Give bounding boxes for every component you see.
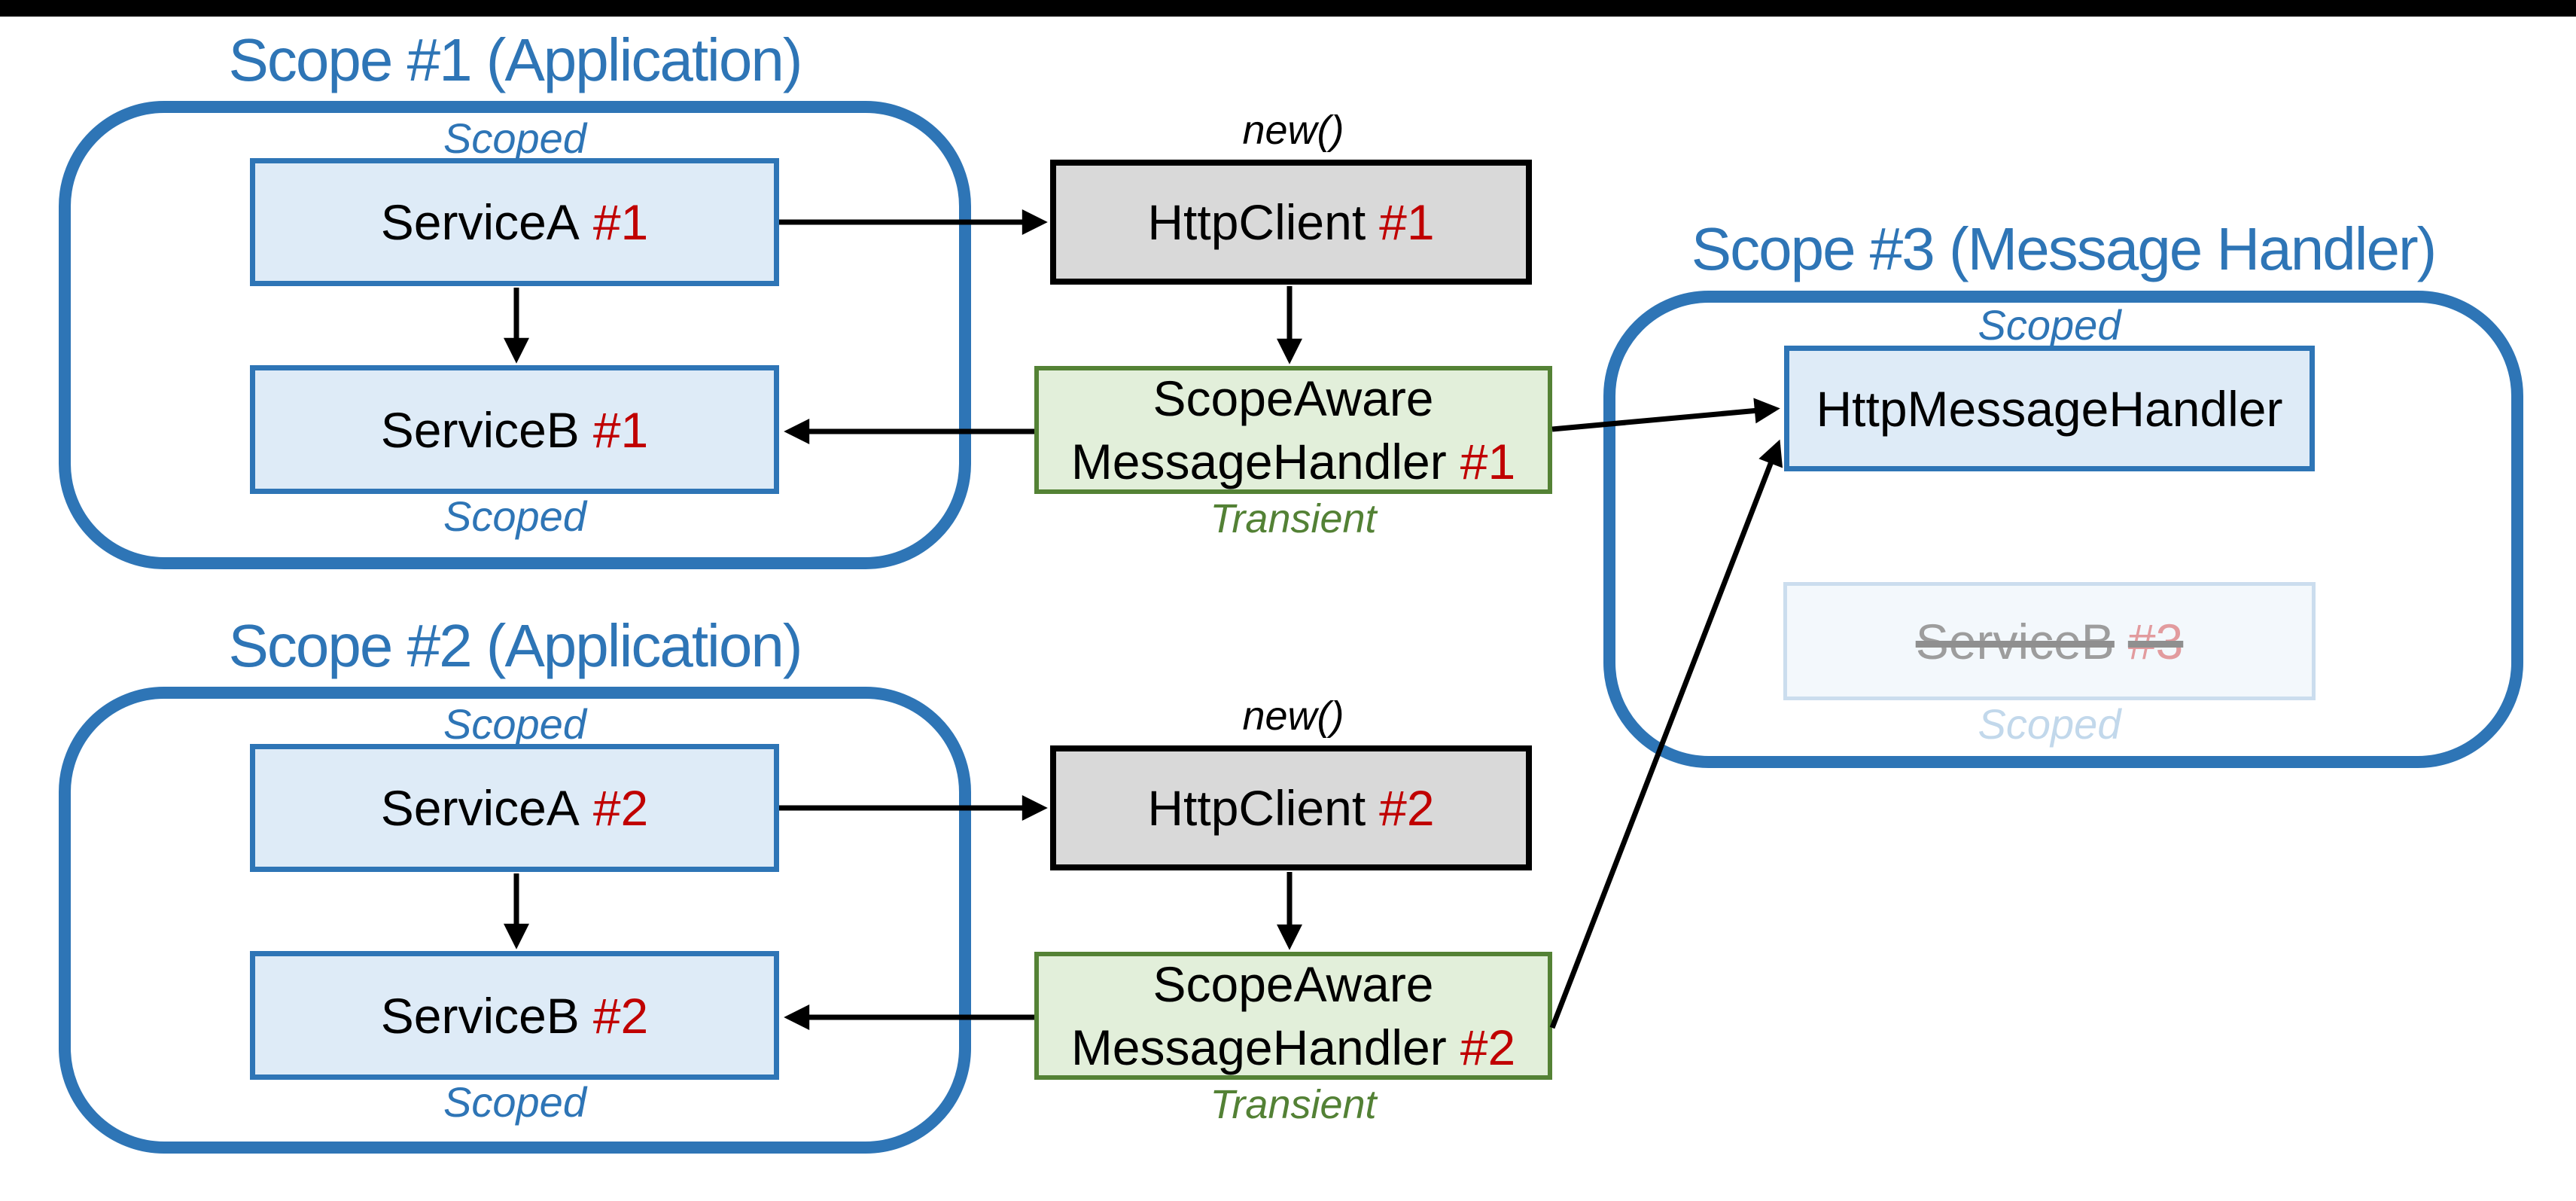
scopeaware-messagehandler2-box: ScopeAware MessageHandler#2 xyxy=(1034,952,1552,1080)
scope2-title: Scope #2 (Application) xyxy=(228,612,803,679)
serviceb3-label: ServiceB xyxy=(1915,613,2115,669)
httpclient2-label: HttpClient xyxy=(1147,780,1366,836)
httpclient2-box: HttpClient#2 xyxy=(1050,745,1532,870)
httpclient1-instance: #1 xyxy=(1379,194,1435,250)
scope1-title: Scope #1 (Application) xyxy=(228,26,803,93)
servicea2-label: ServiceA xyxy=(380,780,580,836)
serviceb2-label: ServiceB xyxy=(380,987,580,1044)
serviceb1-instance: #1 xyxy=(592,401,649,458)
messagehandler2-line1-text: ScopeAware xyxy=(1153,956,1434,1012)
messagehandler2-transient-annotation: Transient xyxy=(1210,1082,1377,1127)
messagehandler1-instance: #1 xyxy=(1460,434,1516,489)
messagehandler2-line2: MessageHandler#2 xyxy=(1071,1016,1515,1079)
scope2-scoped-label-bottom: Scoped xyxy=(443,1078,586,1126)
servicea1-label: ServiceA xyxy=(380,194,580,250)
scope1-scoped-label-bottom: Scoped xyxy=(443,492,586,540)
servicea1-instance: #1 xyxy=(592,194,649,250)
serviceb1-label: ServiceB xyxy=(380,401,580,458)
serviceb3-strikethrough-text: ServiceB#3 xyxy=(1916,613,2184,670)
serviceb3-disposed-box: ServiceB#3 xyxy=(1783,582,2316,700)
scope3-title: Scope #3 (Message Handler) xyxy=(1691,215,2437,282)
messagehandler1-line1: ScopeAware xyxy=(1153,367,1433,430)
httpmessagehandler-label: HttpMessageHandler xyxy=(1816,380,2283,437)
serviceb1-box: ServiceB#1 xyxy=(250,365,779,494)
messagehandler2-instance: #2 xyxy=(1460,1020,1516,1075)
servicea2-box: ServiceA#2 xyxy=(250,744,779,872)
scope2-scoped-label-top: Scoped xyxy=(443,700,586,748)
httpmessagehandler-box: HttpMessageHandler xyxy=(1784,346,2315,471)
httpclient1-label: HttpClient xyxy=(1147,194,1366,250)
httpclient1-box: HttpClient#1 xyxy=(1050,160,1532,285)
httpclient2-instance: #2 xyxy=(1379,780,1435,836)
serviceb3-instance: #3 xyxy=(2127,613,2184,669)
serviceb2-box: ServiceB#2 xyxy=(250,951,779,1080)
messagehandler1-line1-text: ScopeAware xyxy=(1153,370,1434,426)
messagehandler1-transient-annotation: Transient xyxy=(1210,496,1377,541)
servicea2-instance: #2 xyxy=(592,780,649,836)
messagehandler2-line2-text: MessageHandler xyxy=(1070,1020,1447,1075)
httpclient2-new-annotation: new() xyxy=(1242,693,1344,739)
messagehandler1-line2: MessageHandler#1 xyxy=(1071,430,1515,493)
scope1-scoped-label-top: Scoped xyxy=(443,114,586,162)
httpclient1-new-annotation: new() xyxy=(1242,108,1344,153)
scope2-frame xyxy=(59,687,971,1154)
top-letterbox-bar xyxy=(0,0,2576,17)
serviceb2-instance: #2 xyxy=(592,987,649,1044)
scope3-scoped-label-top: Scoped xyxy=(1978,301,2121,349)
scope1-frame xyxy=(59,101,971,569)
scope3-scoped-label-bottom: Scoped xyxy=(1978,700,2121,748)
messagehandler1-line2-text: MessageHandler xyxy=(1070,434,1447,489)
scopeaware-messagehandler1-box: ScopeAware MessageHandler#1 xyxy=(1034,366,1552,494)
servicea1-box: ServiceA#1 xyxy=(250,158,779,286)
messagehandler2-line1: ScopeAware xyxy=(1153,953,1433,1016)
